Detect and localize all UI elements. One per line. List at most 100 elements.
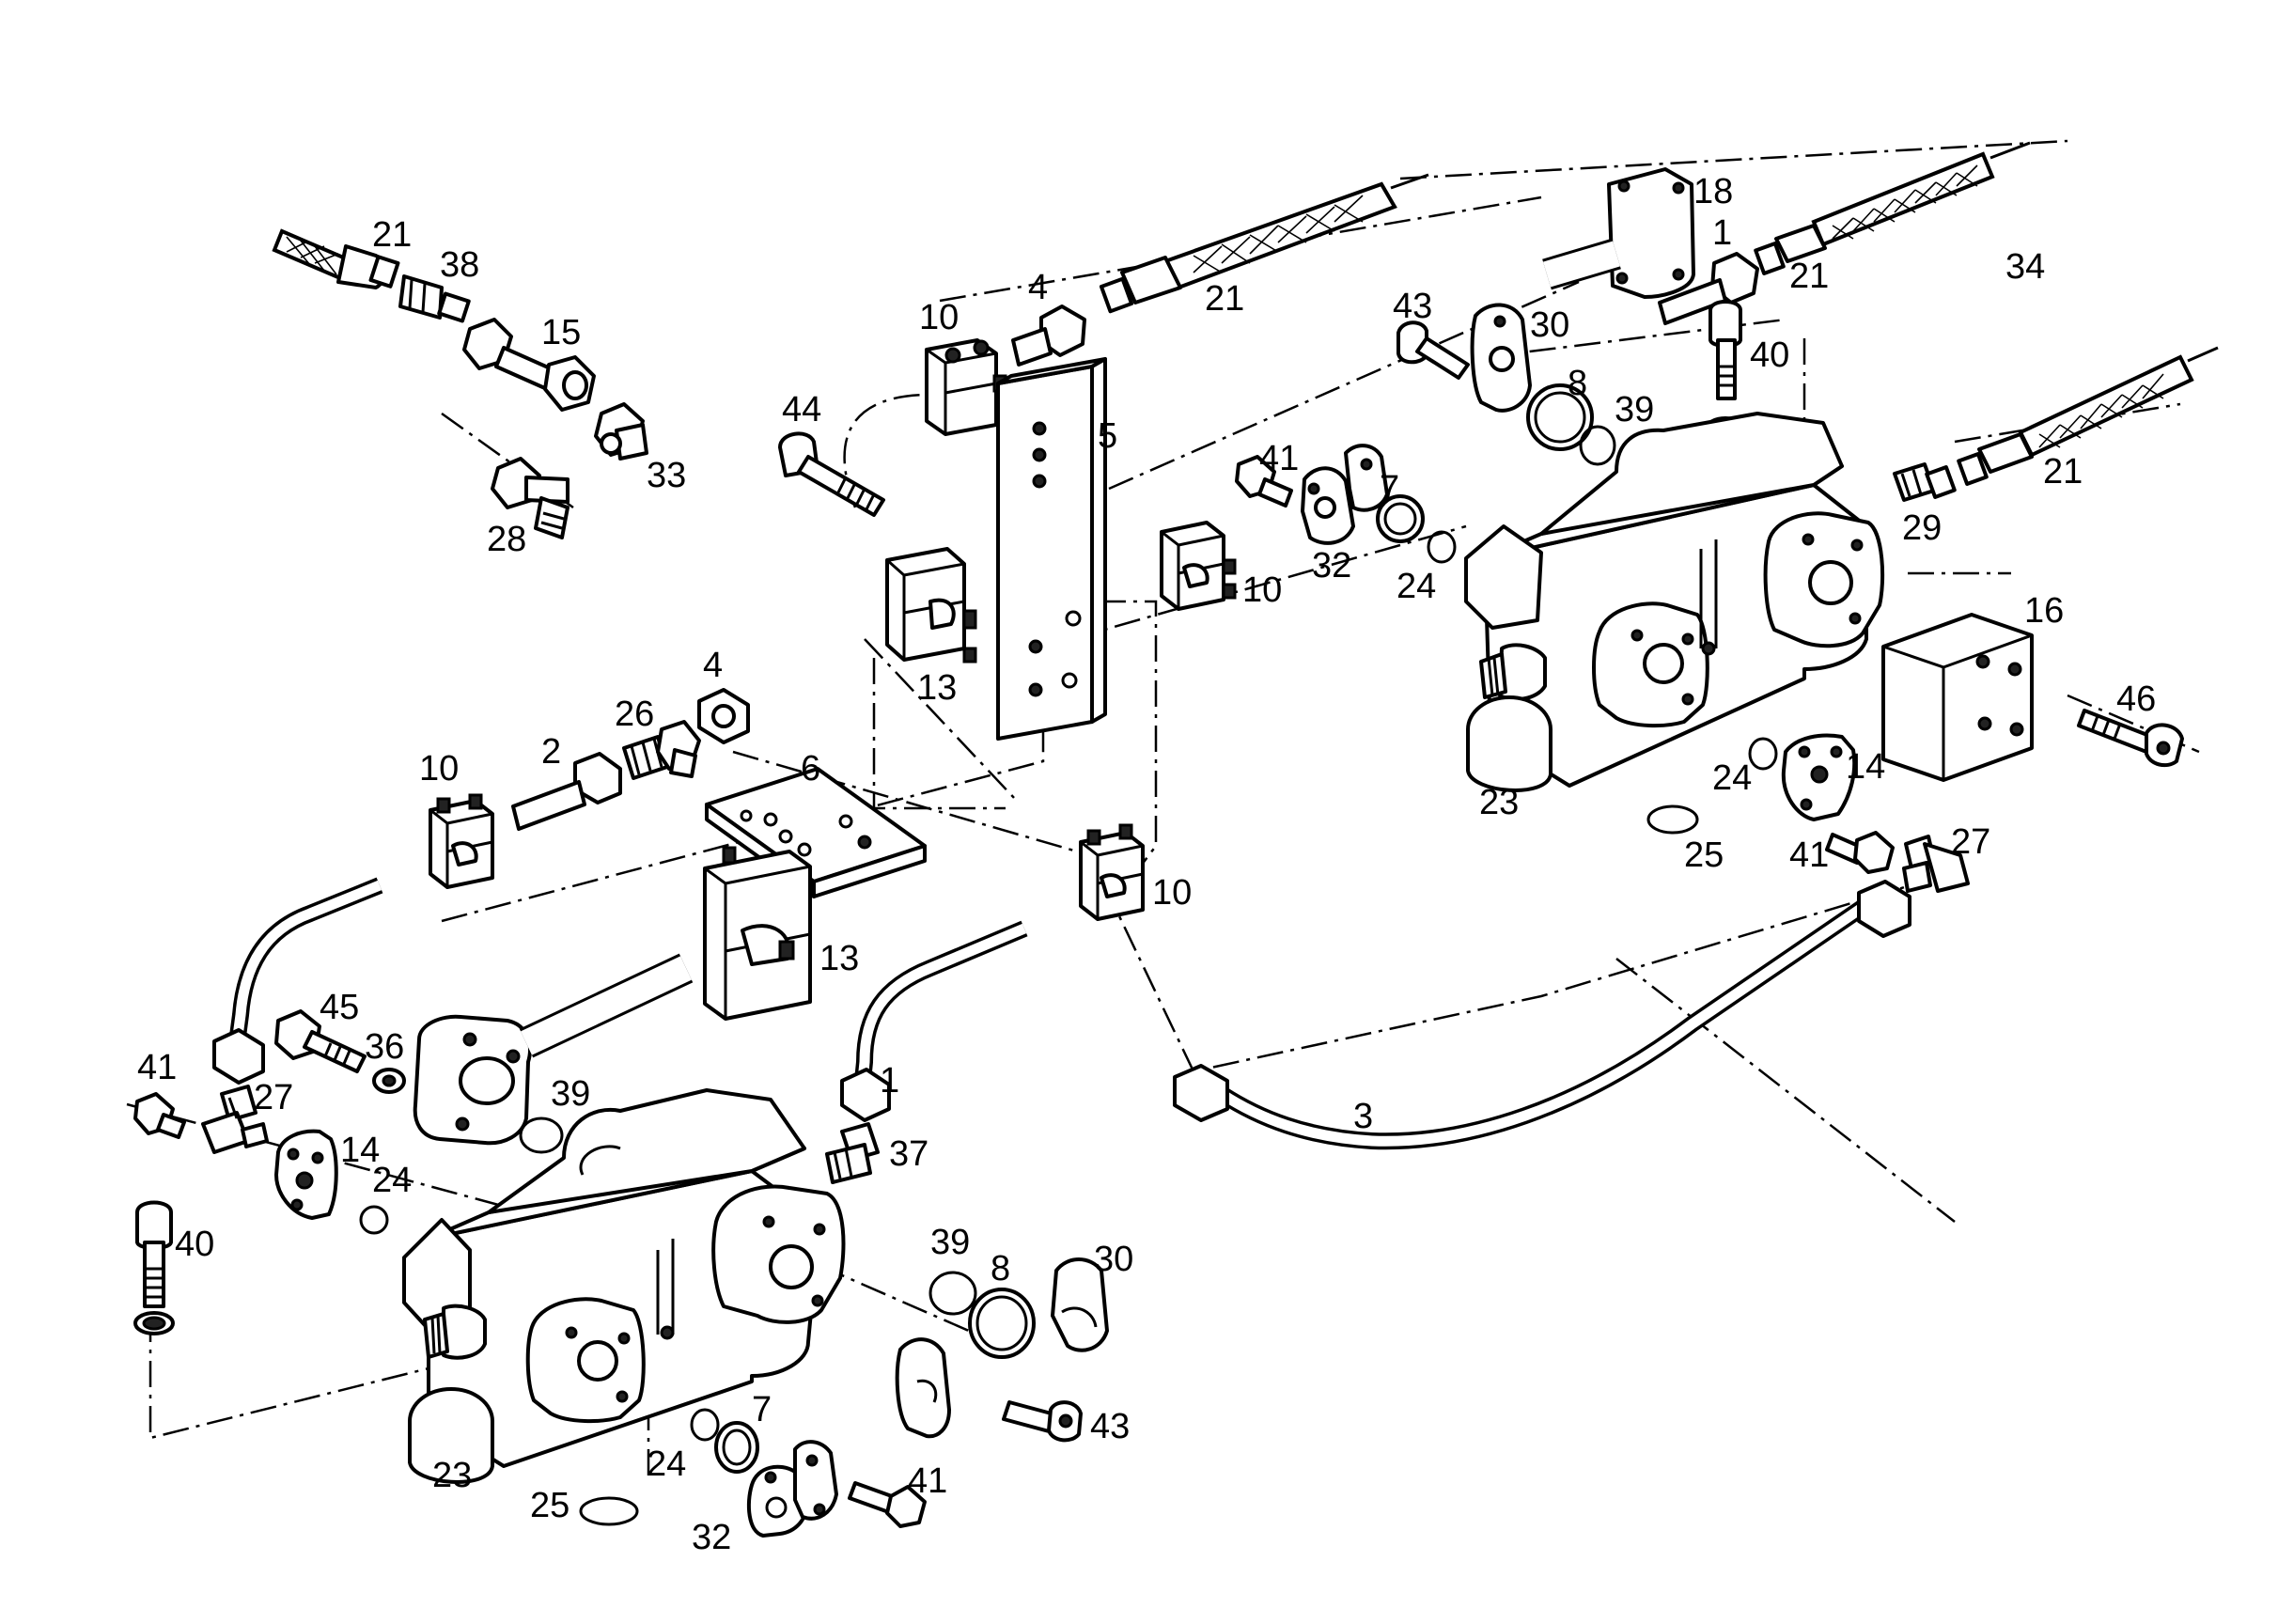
hose-21-right bbox=[1957, 346, 2219, 486]
label-40-lower-left: 40 bbox=[175, 1225, 214, 1264]
fitting-37 bbox=[825, 1122, 880, 1184]
label-28: 28 bbox=[487, 520, 526, 559]
bolt-2 bbox=[511, 752, 622, 831]
label-6: 6 bbox=[801, 749, 820, 789]
label-2: 2 bbox=[541, 732, 561, 772]
hose-21-top-middle bbox=[1099, 173, 1429, 314]
flange-18 bbox=[1542, 167, 1695, 299]
valve-block-23-lower bbox=[402, 1088, 846, 1484]
label-37: 37 bbox=[889, 1134, 928, 1174]
label-45: 45 bbox=[320, 988, 359, 1027]
screw-41-lower-left bbox=[133, 1092, 186, 1139]
label-8-lower: 8 bbox=[991, 1249, 1010, 1288]
label-15: 15 bbox=[541, 313, 581, 352]
label-41-right: 41 bbox=[1789, 835, 1829, 875]
label-38: 38 bbox=[440, 245, 479, 285]
label-43-lower: 43 bbox=[1090, 1407, 1130, 1446]
label-10-right-upper: 10 bbox=[1242, 570, 1282, 610]
label-24-lower-left: 24 bbox=[372, 1161, 412, 1200]
label-10-right-lower: 10 bbox=[1152, 873, 1192, 913]
label-32-lower: 32 bbox=[692, 1518, 731, 1557]
tube-lower-left bbox=[212, 877, 383, 1085]
o-ring-24-top-right bbox=[1427, 530, 1457, 564]
label-10-upper: 10 bbox=[919, 298, 959, 337]
o-ring-24-lower-left bbox=[359, 1205, 389, 1235]
screw-41-right bbox=[1825, 831, 1895, 874]
bolt-4-upper bbox=[1011, 304, 1086, 367]
label-26: 26 bbox=[615, 695, 654, 734]
o-ring-39-top-right bbox=[1579, 425, 1616, 466]
flange-half-32-top-right bbox=[1301, 444, 1389, 545]
clamp-10-right-lower bbox=[1079, 823, 1145, 921]
fitting-26 bbox=[622, 720, 701, 780]
label-33: 33 bbox=[647, 456, 686, 495]
o-ring-39-lower bbox=[928, 1271, 977, 1316]
screw-41-top-right bbox=[1235, 455, 1293, 508]
label-39-lower-left: 39 bbox=[551, 1074, 590, 1114]
label-36: 36 bbox=[365, 1027, 404, 1067]
screw-41-lower bbox=[848, 1481, 927, 1528]
label-43-top-right: 43 bbox=[1393, 287, 1432, 326]
bracket-plate-5 bbox=[996, 357, 1107, 741]
clamp-13-upper bbox=[885, 547, 977, 664]
tube-upper-middle bbox=[721, 553, 853, 747]
clamp-13-lower bbox=[703, 846, 812, 1021]
label-29: 29 bbox=[1902, 508, 1942, 548]
fitting-28 bbox=[491, 457, 570, 539]
label-40-top-right: 40 bbox=[1750, 336, 1789, 375]
o-ring-24-lower bbox=[690, 1408, 720, 1442]
clamp-10-left bbox=[429, 793, 494, 889]
label-18: 18 bbox=[1693, 172, 1733, 211]
flange-14-lower-left bbox=[274, 1129, 338, 1220]
valve-block-23-upper bbox=[1464, 412, 1885, 792]
tube-lower-middle bbox=[840, 920, 1028, 1122]
screw-43-top-right bbox=[1396, 320, 1470, 380]
o-ring-25-lower bbox=[579, 1496, 639, 1526]
label-30-lower: 30 bbox=[1094, 1240, 1133, 1279]
label-1-top-right: 1 bbox=[1712, 213, 1732, 253]
fitting-27-right bbox=[1902, 835, 1970, 893]
label-27-lower-left: 27 bbox=[254, 1078, 293, 1117]
clamp-10-upper bbox=[925, 338, 1007, 436]
label-44: 44 bbox=[782, 390, 821, 429]
o-ring-24-right bbox=[1748, 737, 1778, 771]
label-7-lower: 7 bbox=[752, 1390, 772, 1429]
flange-half-30-lower bbox=[1051, 1257, 1109, 1352]
label-14-lower-left: 14 bbox=[340, 1131, 380, 1170]
seal-7-lower bbox=[714, 1421, 759, 1474]
seal-8-top-right bbox=[1526, 383, 1594, 451]
label-25-lower: 25 bbox=[530, 1486, 570, 1525]
label-3: 3 bbox=[1353, 1097, 1373, 1136]
label-5: 5 bbox=[1098, 416, 1117, 456]
label-24-top-right: 24 bbox=[1396, 567, 1436, 606]
label-39-top-right: 39 bbox=[1615, 390, 1654, 429]
o-ring-25-right bbox=[1646, 804, 1699, 835]
label-21-top-middle: 21 bbox=[1205, 279, 1244, 319]
fitting-15 bbox=[462, 318, 596, 412]
label-23-lower: 23 bbox=[432, 1456, 472, 1495]
label-32-top-right: 32 bbox=[1312, 546, 1351, 586]
screw-43-lower bbox=[1002, 1400, 1083, 1443]
label-14-right: 14 bbox=[1846, 747, 1885, 787]
fitting-33 bbox=[594, 402, 648, 461]
label-8-top-right: 8 bbox=[1568, 364, 1587, 403]
label-25-right: 25 bbox=[1684, 835, 1724, 875]
flange-half-30-top-right bbox=[1470, 303, 1532, 413]
label-13-lower: 13 bbox=[819, 939, 859, 978]
hose-21-top-left bbox=[272, 228, 400, 289]
label-21-top-right: 21 bbox=[1789, 257, 1829, 296]
screw-44 bbox=[778, 431, 885, 517]
screw-45 bbox=[274, 1009, 367, 1073]
screw-40-lower-left bbox=[133, 1200, 175, 1335]
label-13-upper: 13 bbox=[917, 668, 957, 708]
block-16 bbox=[1881, 613, 2034, 782]
label-27-right: 27 bbox=[1951, 822, 1990, 862]
label-21-right: 21 bbox=[2043, 452, 2083, 492]
screw-46 bbox=[2077, 709, 2184, 768]
nut-4-lower bbox=[697, 688, 750, 744]
fitting-29 bbox=[1893, 462, 1957, 502]
label-10-left: 10 bbox=[419, 749, 459, 789]
label-4-lower: 4 bbox=[703, 646, 723, 685]
label-39-lower: 39 bbox=[930, 1223, 970, 1262]
